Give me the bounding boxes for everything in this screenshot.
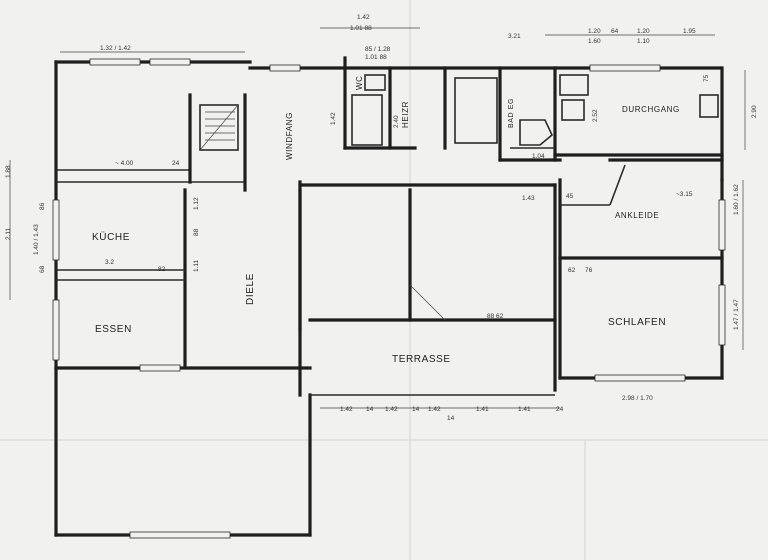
dim-top-mid-d: 1.01 88 [365, 54, 387, 61]
dim-bad-252: 2.52 [592, 109, 599, 122]
dim-wall-88: 88 [193, 228, 200, 236]
dim-left-v2: 1.88 [5, 165, 12, 178]
dim-left-v3: 1.40 / 1.43 [33, 224, 40, 255]
dim-bottom-14b: 14 [412, 406, 420, 413]
room-label-terrasse: TERRASSE [392, 354, 451, 365]
dim-left-v1: 2.11 [5, 227, 12, 240]
fixtures [351, 74, 719, 146]
room-label-diele: DIELE [245, 273, 256, 305]
room-label-heizr: HEIZR [401, 101, 410, 128]
dim-bottom-14a: 14 [366, 406, 374, 413]
room-label-schlafen: SCHLAFEN [608, 317, 666, 328]
dim-bottom-14c: 14 [447, 415, 455, 422]
dim-bottom-a: 1.42 [340, 406, 353, 413]
dim-mid-315: ~3.15 [676, 191, 693, 198]
dim-r-162: 1.60 / 1.62 [733, 184, 740, 215]
dim-top-r2: 64 [611, 28, 619, 35]
windows [52, 58, 726, 539]
dim-top-r3: 1.20 [637, 28, 650, 35]
room-label-kueche: KÜCHE [92, 231, 130, 243]
room-label-ankleide: ANKLEIDE [615, 211, 659, 220]
dim-schlafen-62: 62 [568, 267, 576, 274]
dim-bottom-b: 1.42 [385, 406, 398, 413]
dim-top-center: 3.21 [508, 33, 521, 40]
dim-right-147: 1.47 / 1.47 [733, 299, 740, 330]
staircase [199, 104, 239, 151]
dim-bad-104: 1.04 [532, 153, 545, 160]
dimension-lines [9, 27, 746, 409]
room-label-windfang: WINDFANG [285, 112, 294, 160]
dim-top-mid-a: 1.42 [357, 14, 370, 21]
dim-mid-143: 1.43 [522, 195, 535, 202]
dim-dining-width: 3.2 [105, 259, 114, 266]
dim-top-r5: 1.60 [588, 38, 601, 45]
interior-walls [54, 66, 724, 397]
dim-mid-45: 45 [566, 193, 574, 200]
dim-bottom-24: 24 [556, 406, 564, 413]
dim-left-v4: 86 [39, 202, 46, 210]
room-label-durchgang: DURCHGANG [622, 105, 680, 114]
dim-bottom-e: 1.41 [518, 406, 531, 413]
dim-top-r6: 1.10 [637, 38, 650, 45]
room-label-bad: BAD EG [508, 98, 515, 128]
dim-top-mid-b: 1.01 88 [350, 25, 372, 32]
room-label-essen: ESSEN [95, 324, 132, 335]
dim-schlafen-76: 76 [585, 267, 593, 274]
dim-terrace-top: 88 62 [487, 313, 504, 320]
dim-dining-82: 82 [158, 266, 166, 273]
dim-wall-112: 1.12 [193, 197, 200, 210]
dim-left-v5: 68 [39, 265, 46, 273]
dim-top-mid-c: 85 / 1.28 [365, 46, 391, 53]
dim-bottom-d: 1.41 [476, 406, 489, 413]
dim-r-290: 2.90 [751, 105, 758, 118]
dim-wall-111: 1.11 [193, 259, 200, 272]
dim-r-175: 75 [703, 74, 710, 82]
dim-heizr-240: 2.40 [393, 115, 400, 128]
dim-bottom-c: 1.42 [428, 406, 441, 413]
dim-kitchen-24: 24 [172, 160, 180, 167]
dim-wc-142: 1.42 [330, 112, 337, 125]
dim-top-r4: 1.95 [683, 28, 696, 35]
dim-top-left: 1.32 / 1.42 [100, 45, 131, 52]
room-label-wc: WC [355, 75, 364, 90]
dim-kitchen-width: ~ 4.00 [115, 160, 134, 167]
dim-schlafen-bottom: 2.98 / 1.70 [622, 395, 653, 402]
dim-top-r1: 1.20 [588, 28, 601, 35]
